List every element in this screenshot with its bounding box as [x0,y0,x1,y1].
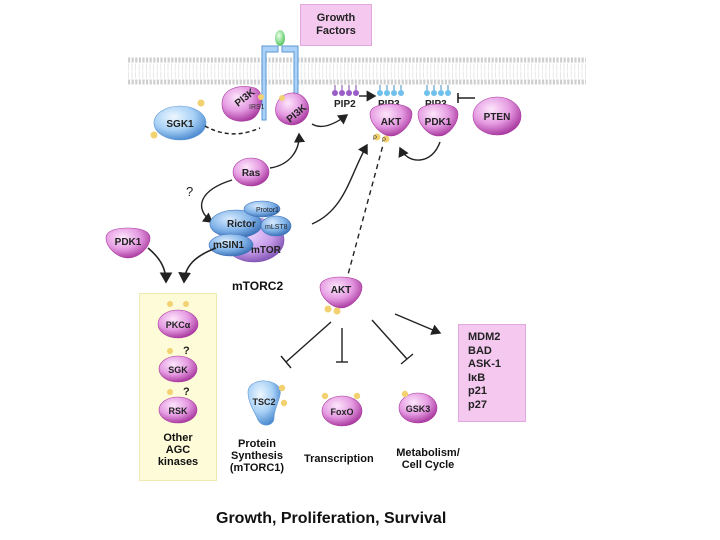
target-item: p27 [468,398,487,411]
foxo-label: FoxO [330,407,353,417]
target-item: BAD [468,344,492,357]
phospho-dot [167,389,173,395]
agc-caption: Other AGC kinases [157,432,199,468]
gsk3-node: GSK3 [398,390,438,424]
phospho-dot [333,307,341,315]
phospho-dot [324,305,332,313]
pkca-node: PKCα [157,301,199,339]
arrow-akt-to-targets [394,313,442,335]
growth-factors-box: Growth Factors [300,4,372,46]
target-item: MDM2 [468,331,501,343]
mlst8-label: mLST8 [265,224,288,231]
ras-label: Ras [242,168,261,179]
phospho-dot [197,99,205,107]
phospho-dot [353,392,361,400]
foxo-node: FoxO [321,392,363,427]
arrow-mtorc2-to-akt [311,143,368,225]
msin1-label: mSIN1 [213,240,245,251]
akt-cytosol-label: AKT [331,285,352,296]
pdk1-membrane-node: PDK1 [417,103,459,137]
pdk1-membrane-label: PDK1 [425,117,452,128]
mtor-label: mTOR [251,245,282,256]
dashed-link-sgk1 [204,125,261,135]
pten-node: PTEN [472,96,522,136]
arrow-pdk1-to-akt [398,141,441,161]
question-mark-ras: ? [186,184,193,199]
rsk-question: ? [183,386,190,398]
rsk-label: RSK [168,406,188,416]
phospho-dot [321,392,329,400]
sgk-question: ? [183,345,190,357]
arrow-pi3k-to-pip [311,114,349,128]
phospho-dot [373,133,381,141]
phospho-dot [258,94,264,100]
phospho-dot [167,301,173,307]
ras-node: Ras [232,157,270,187]
ligand [275,30,285,46]
pip2-lipid: PIP2 [332,85,359,110]
sgk1-label: SGK1 [166,119,194,130]
growth-factors-label: Growth Factors [316,12,356,37]
phospho-dot [279,95,285,101]
target-item: ASK-1 [468,358,502,370]
cell-membrane [128,57,586,85]
pdk1-left-label: PDK1 [115,237,142,248]
pdk1-left-node: PDK1 [105,227,151,259]
akt-membrane-label: AKT [381,117,402,128]
phospho-dot [278,384,286,392]
phospho-dot [401,390,409,398]
pip2-label: PIP2 [334,99,356,110]
sgk-label: SGK [168,365,188,375]
sgk-node: SGK ? [158,345,198,383]
phospho-label: P [373,136,377,142]
metabolism-label: Metabolism/ Cell Cycle [396,447,460,471]
pten-label: PTEN [484,112,511,123]
rictor-label: Rictor [227,219,256,230]
arrow-pdk1-to-agc [147,247,173,284]
footer-caption: Growth, Proliferation, Survival [216,510,447,527]
transcription-label: Transcription [304,453,374,465]
phospho-dot [280,399,288,407]
arrow-ras-to-mtorc2 [200,179,233,223]
phospho-label: P [382,138,386,144]
target-item: p21 [468,385,487,397]
target-item: IκB [468,371,486,384]
mtorc2-caption: mTORC2 [232,279,283,293]
gsk3-label: GSK3 [406,404,431,414]
phospho-dot [167,348,173,354]
phospho-dot [382,135,390,143]
protor1-label: Protor1 [256,207,279,214]
rsk-node: RSK ? [158,386,198,424]
protein-synthesis-label: Protein Synthesis (mTORC1) [229,438,285,474]
dashed-akt-translocation [345,144,384,283]
phospho-dot [183,301,189,307]
akt-targets-box: MDM2 BAD ASK-1 IκB p21 p27 [458,324,526,422]
pi3k-complex: PI3K IRS1 PI3K [221,86,310,125]
arrow-ras-to-pi3k [269,132,306,169]
mtorc2-complex: Protor1 Rictor mLST8 mSIN1 mTOR [208,200,292,263]
phospho-dot [150,131,158,139]
tsc2-label: TSC2 [252,397,275,407]
tsc2-node: TSC2 [247,380,288,426]
irs1-label: IRS1 [249,104,265,111]
sgk1-node: SGK1 [150,99,207,141]
akt-membrane-node: AKT P P [369,103,413,144]
pkca-label: PKCα [166,320,191,330]
arrow-mtorc2-to-agc [178,247,217,284]
akt-inhibitions [280,319,414,369]
akt-cytosol-node: AKT [319,276,363,315]
